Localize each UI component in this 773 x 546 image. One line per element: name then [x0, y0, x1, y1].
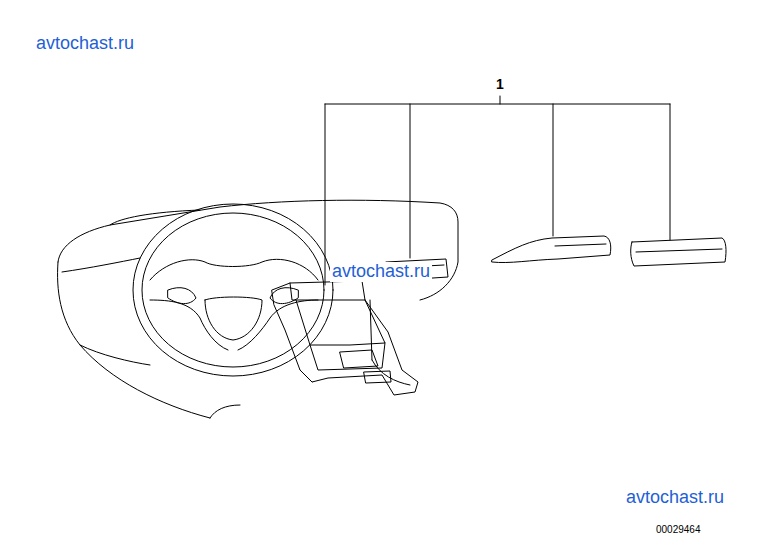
- diagram-code: 00029464: [654, 524, 703, 535]
- watermark: avtochast.ru: [34, 34, 136, 54]
- callout-number: 1: [494, 77, 506, 92]
- watermark: avtochast.ru: [624, 488, 726, 508]
- watermark: avtochast.ru: [330, 262, 432, 282]
